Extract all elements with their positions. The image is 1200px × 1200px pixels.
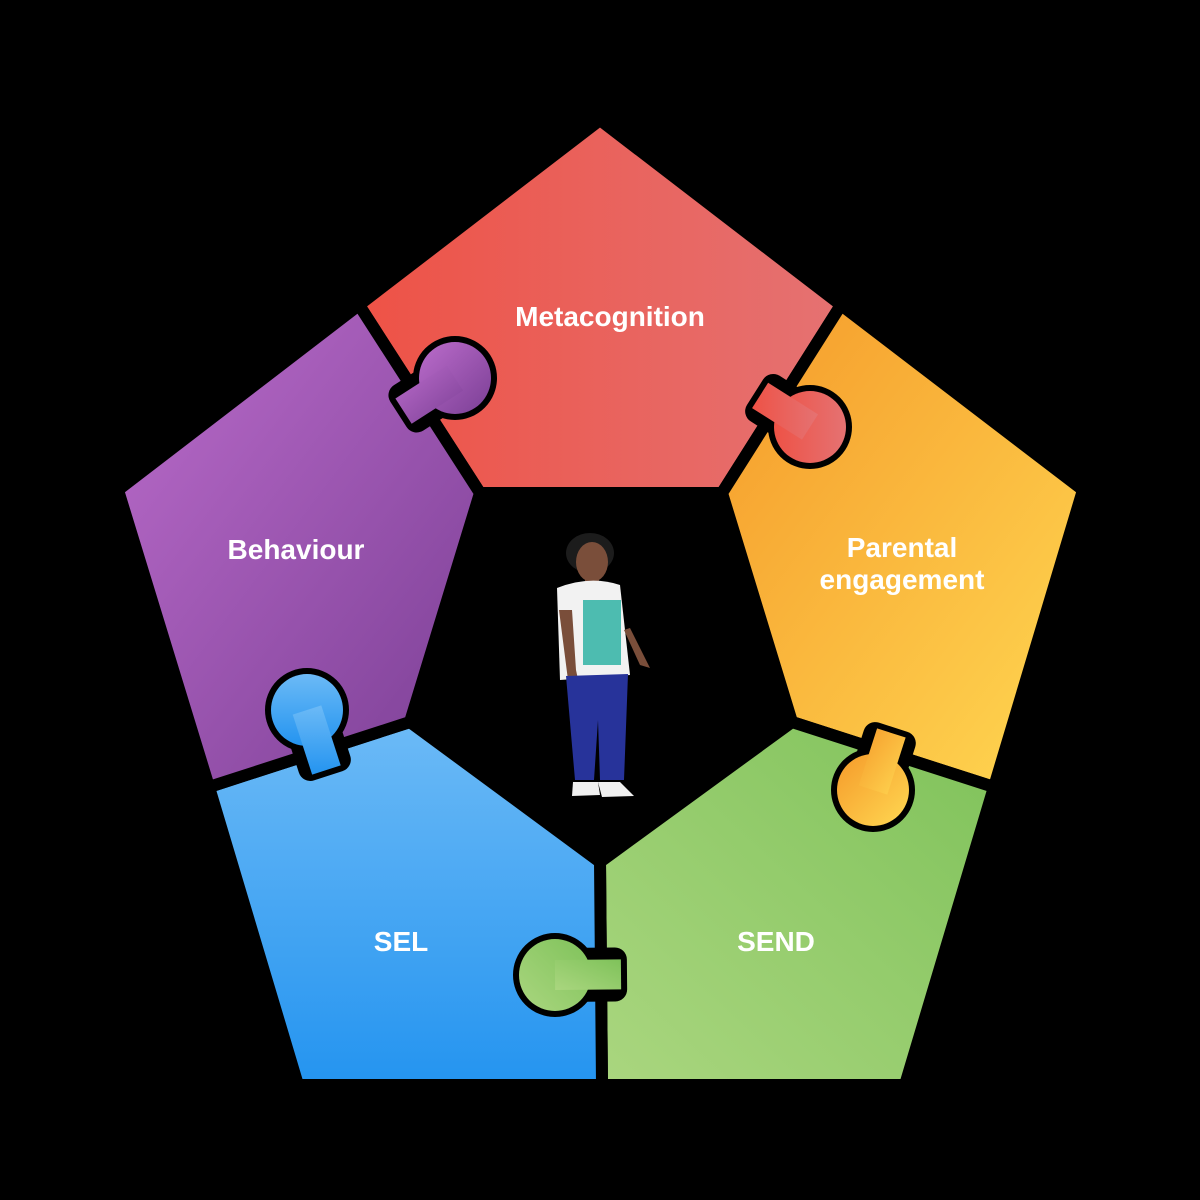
knob-neck-fill bbox=[292, 705, 341, 775]
knob-neck-fill bbox=[858, 728, 906, 795]
student-illustration bbox=[557, 533, 650, 797]
piece-label-metacognition: Metacognition bbox=[515, 301, 705, 332]
label-line: engagement bbox=[819, 564, 985, 595]
knob-neck-fill bbox=[554, 959, 622, 990]
label-line: Parental bbox=[846, 532, 958, 563]
puzzle-piece-send bbox=[594, 716, 1000, 1091]
knob-neck-fill bbox=[395, 365, 464, 424]
knob-neck-fill bbox=[752, 382, 819, 440]
puzzle-piece-sel bbox=[203, 716, 608, 1091]
piece-label-sel: SEL bbox=[373, 926, 429, 957]
piece-label-send: SEND bbox=[737, 926, 815, 957]
piece-label-behaviour: Behaviour bbox=[227, 534, 365, 565]
